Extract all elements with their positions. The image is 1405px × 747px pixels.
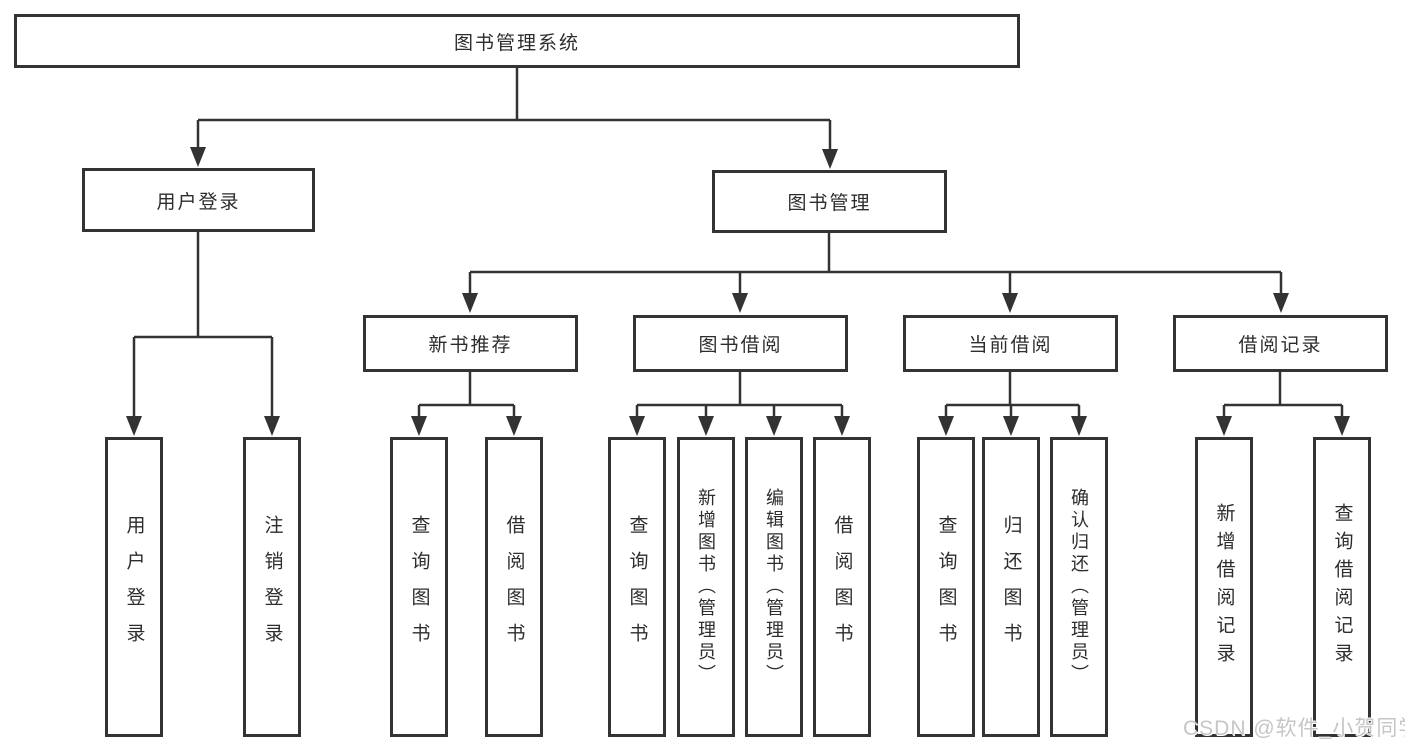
leaf-borrow-books-recommend: 借阅图书 — [485, 437, 543, 737]
leaf-borrow-books-borrowing: 借阅图书 — [813, 437, 871, 737]
leaf-logout: 注销登录 — [243, 437, 301, 737]
leaf-user-login: 用户登录 — [105, 437, 163, 737]
leaf-query-books-recommend: 查询图书 — [390, 437, 448, 737]
leaf-confirm-return-admin: 确认归还（管理员） — [1050, 437, 1108, 737]
node-book-management: 图书管理 — [712, 170, 947, 233]
node-library-system: 图书管理系统 — [14, 14, 1020, 68]
leaf-query-borrow-record: 查询借阅记录 — [1313, 437, 1371, 737]
node-book-borrowing: 图书借阅 — [633, 315, 848, 372]
watermark: CSDN @软件_小贺同学 — [1183, 717, 1405, 740]
leaf-query-books-current: 查询图书 — [917, 437, 975, 737]
node-current-borrowing: 当前借阅 — [903, 315, 1118, 372]
node-new-book-recommend: 新书推荐 — [363, 315, 578, 372]
node-borrowing-records: 借阅记录 — [1173, 315, 1388, 372]
node-user-login-branch: 用户登录 — [82, 168, 315, 232]
arrow-shaft-lines — [132, 120, 1344, 417]
leaf-add-borrow-record: 新增借阅记录 — [1195, 437, 1253, 737]
leaf-edit-book-admin: 编辑图书（管理员） — [745, 437, 803, 737]
leaf-add-book-admin: 新增图书（管理员） — [677, 437, 735, 737]
leaf-return-book: 归还图书 — [982, 437, 1040, 737]
leaf-query-books-borrowing: 查询图书 — [608, 437, 666, 737]
tree-branch-lines — [134, 68, 1342, 407]
arrowhead-icons — [126, 147, 1350, 436]
